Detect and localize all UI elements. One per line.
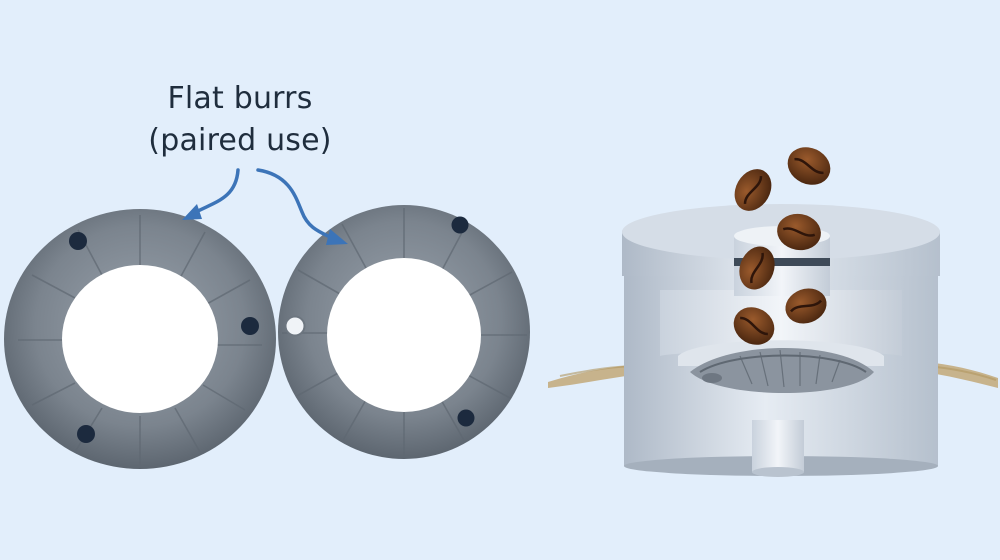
left-flat-burr-icon: [4, 209, 276, 469]
arrow-head-right: [326, 229, 348, 245]
coffee-bean-icon: [787, 147, 831, 185]
caption-line-2: (paired use): [148, 123, 332, 158]
coffee-beans: [733, 147, 831, 345]
caption-arrows: [182, 168, 348, 245]
coffee-bean-icon: [777, 213, 821, 251]
right-flat-burr-icon: [278, 205, 530, 459]
grinder-cutaway-icon: [622, 204, 940, 477]
coffee-bean-icon: [734, 169, 772, 211]
arrow-head-left: [182, 204, 202, 220]
coffee-bean-icon: [739, 246, 775, 290]
coffee-bean-icon: [733, 307, 775, 345]
coffee-grounds-spray: [548, 362, 998, 388]
flat-burrs-caption: Flat burrs (paired use): [130, 78, 350, 162]
arrow-to-left-burr: [194, 168, 240, 214]
caption-line-1: Flat burrs: [167, 81, 313, 116]
coffee-bean-icon: [785, 288, 827, 324]
arrow-to-right-burr: [256, 168, 334, 240]
